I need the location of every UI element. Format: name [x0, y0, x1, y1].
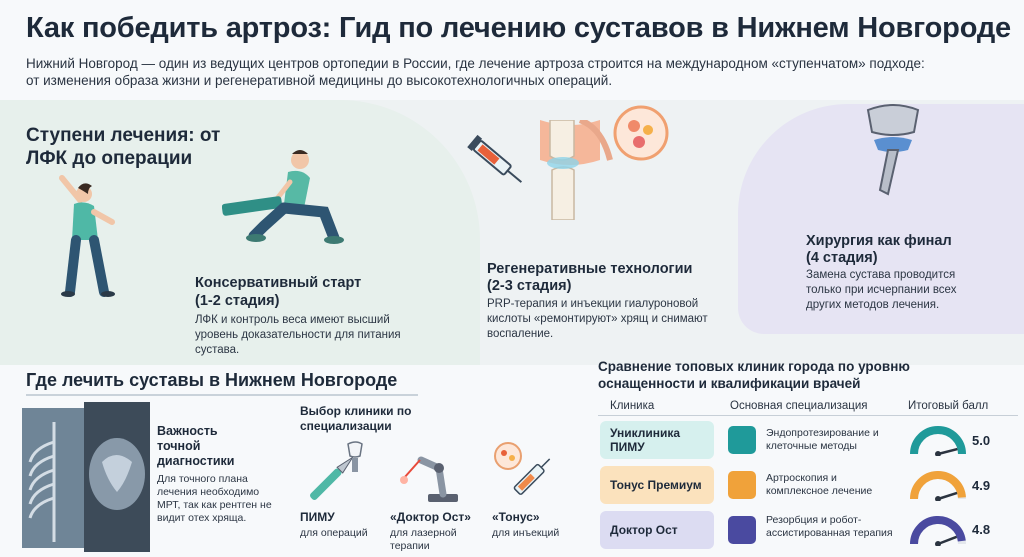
- knee-implant-icon: [866, 104, 920, 196]
- choice-item-sub-doctor-ost: для лазерной терапии: [390, 527, 457, 552]
- choice-item-name-pimu: ПИМУ: [300, 510, 335, 524]
- table-row-clinic: Доктор Ост: [600, 511, 714, 549]
- table-row-spec: Артроскопия и комплексное лечение: [766, 472, 873, 497]
- score-gauge: [910, 471, 966, 501]
- comparison-header-divider: [598, 415, 1018, 416]
- comparison-header-score: Итоговый балл: [908, 400, 989, 412]
- table-row-score: 5.0: [972, 433, 991, 448]
- choice-item-sub-pimu: для операций: [300, 527, 368, 539]
- gauge-hub: [935, 541, 941, 546]
- conservative-stage: (1-2 стадия): [195, 293, 280, 309]
- xray-mri-scan-icon: [22, 402, 150, 552]
- comparison-title: Сравнение топовых клиник города по уровн…: [598, 359, 910, 391]
- diagnostics-heading: Важность точной диагностики: [157, 424, 235, 468]
- diagnostics-text: Для точного плана лечения необходимо МРТ…: [157, 473, 272, 524]
- knee-joint-icon: [540, 120, 613, 220]
- gauge-needle: [937, 491, 958, 501]
- steps-title: Ступени лечения: от ЛФК до операции: [26, 125, 221, 169]
- gauge-needle: [937, 447, 958, 456]
- regenerative-text: PRP-терапия и инъекции гиалуроновой кисл…: [487, 298, 708, 340]
- cells-magnifier-icon: [613, 105, 669, 161]
- choice-item-sub-tonus: для инъекций: [492, 527, 560, 539]
- table-row-clinic: Униклиника ПИМУ: [600, 421, 714, 459]
- gauge-needle: [937, 535, 958, 546]
- choice-item-name-tonus: «Тонус»: [492, 510, 540, 524]
- score-gauge: [910, 516, 966, 546]
- table-row-spec: Резорбция и робот-ассистированная терапи…: [766, 514, 893, 539]
- gauge-arc: [910, 516, 966, 545]
- gauge-hub: [935, 451, 941, 456]
- injection-cells-icon: [494, 442, 551, 495]
- comparison-header-clinic: Клиника: [610, 400, 655, 412]
- page-title: Как победить артроз: Гид по лечению суст…: [26, 12, 1011, 44]
- gauge-arc: [910, 426, 966, 455]
- surgery-heading: Хирургия как финал: [806, 233, 952, 249]
- knee-bone-icon: [728, 426, 756, 454]
- syringe-icon: [467, 134, 523, 183]
- stretching-woman-icon: [59, 175, 115, 297]
- surgery-text: Замена сустава проводится только при исч…: [806, 269, 957, 311]
- table-row-score: 4.9: [972, 478, 991, 493]
- intro-text: Нижний Новгород — один из ведущих центро…: [26, 56, 925, 88]
- conservative-heading: Консервативный старт: [195, 275, 362, 291]
- choice-heading: Выбор клиники по специализации: [300, 404, 412, 433]
- surgery-stage: (4 стадия): [806, 250, 878, 266]
- score-gauge: [910, 426, 966, 456]
- table-row-spec: Эндопротезирование и клеточные методы: [766, 427, 879, 452]
- table-row-score: 4.8: [972, 522, 991, 537]
- laser-robot-arm-icon: [400, 456, 458, 502]
- where-title: Где лечить суставы в Нижнем Новгороде: [26, 370, 398, 390]
- knee-joint-icon: [728, 471, 756, 499]
- regenerative-stage: (2-3 стадия): [487, 278, 572, 294]
- table-row-clinic: Тонус Премиум: [600, 466, 714, 504]
- regenerative-heading: Регенеративные технологии: [487, 261, 693, 277]
- choice-item-name-doctor-ost: «Доктор Ост»: [390, 510, 471, 524]
- conservative-text: ЛФК и контроль веса имеют высший уровень…: [195, 314, 401, 356]
- scalpel-implant-icon: [310, 441, 363, 500]
- gauge-arc: [910, 471, 966, 500]
- comparison-header-spec: Основная специализация: [730, 400, 868, 412]
- where-divider: [26, 394, 418, 396]
- robot-arm-icon: [728, 516, 756, 544]
- kneeling-man-exercise-icon: [222, 150, 344, 244]
- gauge-hub: [935, 496, 941, 501]
